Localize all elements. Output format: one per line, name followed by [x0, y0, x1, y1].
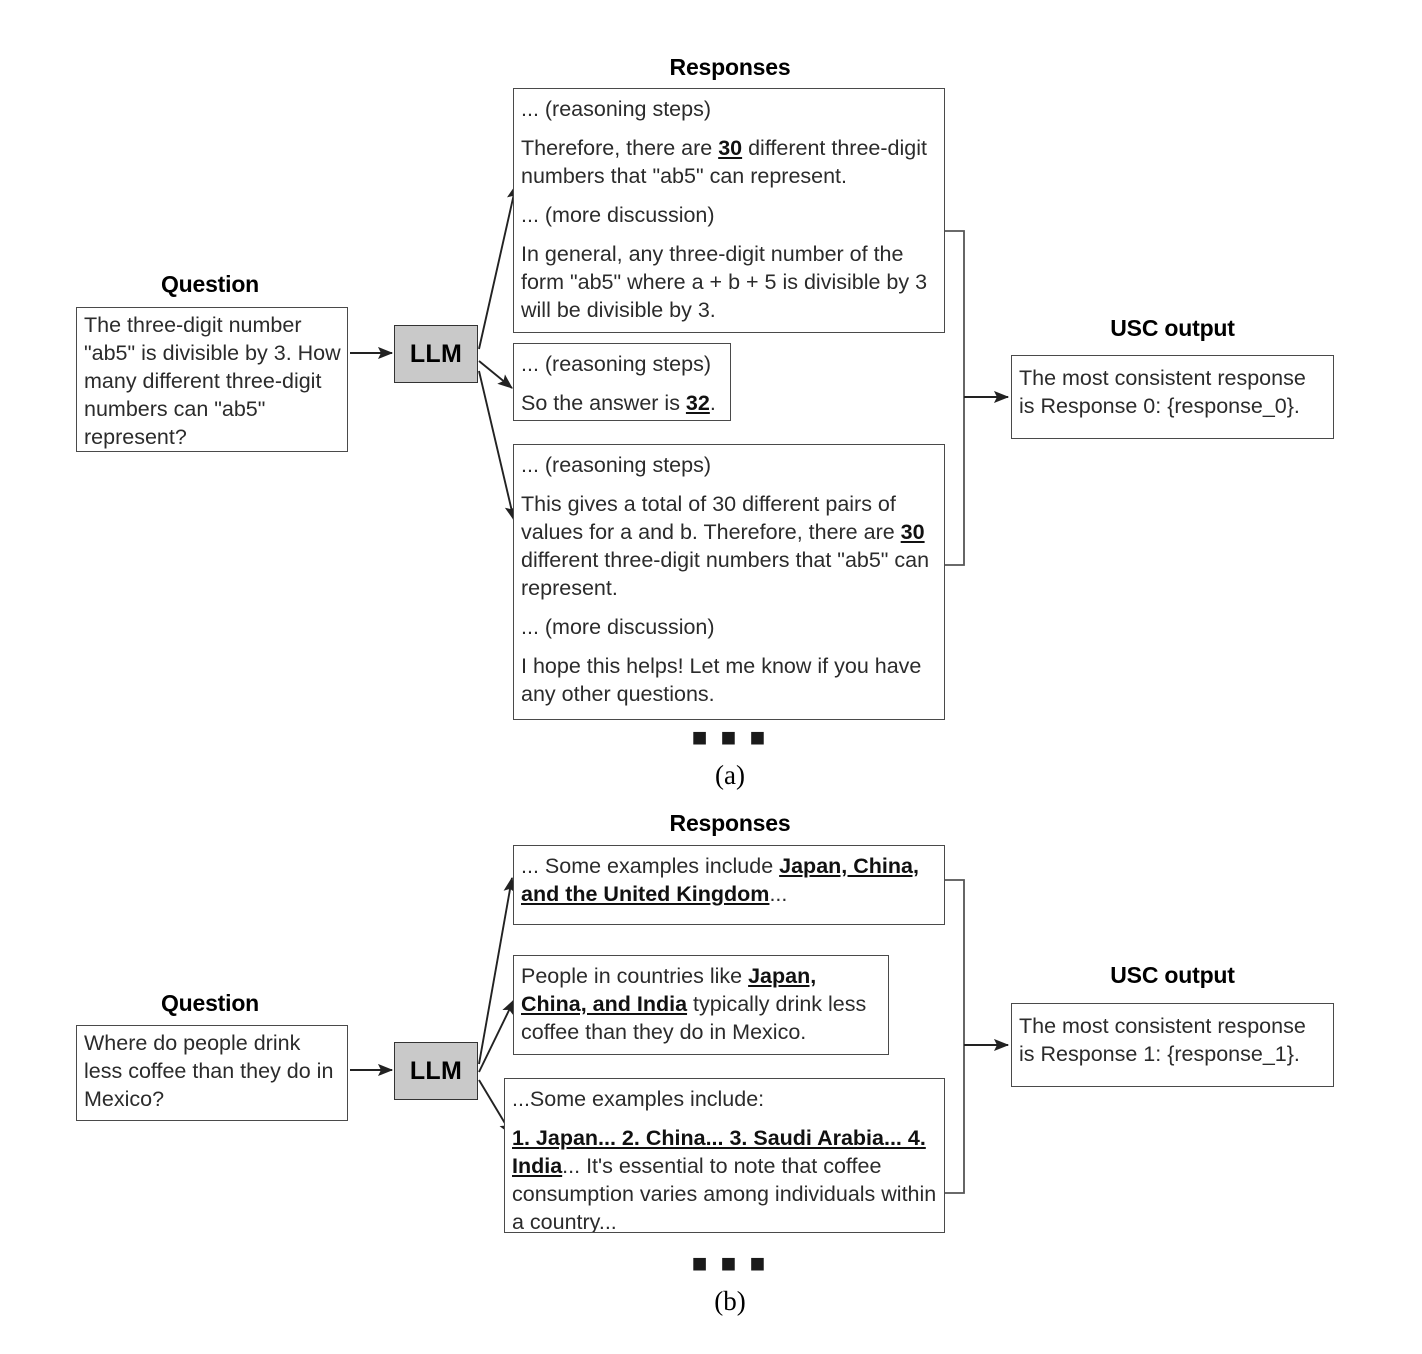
responses-header-b: Responses — [669, 810, 791, 836]
highlight-countries: Japan, China, and India — [521, 964, 817, 1016]
panel-caption-b: (b) — [714, 1286, 746, 1316]
response-line: I hope this helps! Let me know if you ha… — [521, 653, 922, 706]
bracket-responses-b — [944, 879, 965, 1194]
llm-label-b: LLM — [409, 1056, 463, 1085]
arrow-llm-to-response-0-b — [478, 876, 516, 1065]
question-text-b: Where do people drink less coffee than t… — [84, 1031, 334, 1111]
bracket-responses-a — [944, 230, 965, 566]
highlight-countries: Japan, China, and the United Kingdom — [521, 854, 919, 906]
panel-caption-a: (a) — [715, 760, 745, 790]
responses-header-a: Responses — [669, 54, 791, 80]
question-text-a: The three-digit number "ab5" is divisibl… — [84, 313, 341, 449]
response-line: In general, any three-digit number of th… — [521, 241, 928, 322]
usc-output-box-b: The most consistent response is Response… — [1011, 1003, 1334, 1087]
response-line: ... (reasoning steps) — [521, 352, 712, 376]
usc-output-text-b: The most consistent response is Response… — [1019, 1014, 1306, 1066]
response-line: This gives a total of 30 different pairs… — [521, 491, 930, 600]
response-line: ...Some examples include: — [512, 1087, 765, 1111]
response-line: People in countries like Japan, China, a… — [521, 964, 867, 1044]
highlight-30: 30 — [900, 519, 925, 544]
question-header-a: Question — [160, 271, 260, 297]
response-line: 1. Japan... 2. China... 3. Saudi Arabia.… — [512, 1125, 937, 1233]
response-box-b-2: ...Some examples include: 1. Japan... 2.… — [504, 1078, 945, 1233]
response-line: ... Some examples include Japan, China, … — [521, 854, 919, 906]
arrow-llm-to-response-0-a — [478, 183, 519, 350]
llm-box-a: LLM — [394, 325, 478, 383]
response-line: ... (reasoning steps) — [521, 453, 712, 477]
response-line: Therefore, there are 30 different three-… — [521, 135, 927, 188]
question-box-a: The three-digit number "ab5" is divisibl… — [76, 307, 348, 452]
responses-ellipsis-a: ■ ■ ■ — [691, 722, 769, 752]
responses-ellipsis-b: ■ ■ ■ — [691, 1248, 769, 1278]
response-line: ... (reasoning steps) — [521, 97, 712, 121]
response-box-b-1: People in countries like Japan, China, a… — [513, 955, 889, 1055]
usc-header-a: USC output — [1110, 315, 1235, 341]
response-line: So the answer is 32. — [521, 390, 716, 415]
response-box-a-0: ... (reasoning steps) Therefore, there a… — [513, 88, 945, 333]
response-box-a-2: ... (reasoning steps) This gives a total… — [513, 444, 945, 720]
arrow-llm-to-response-1-b — [478, 998, 515, 1073]
arrow-llm-to-response-2-a — [478, 370, 517, 522]
highlight-countries: 1. Japan... 2. China... 3. Saudi Arabia.… — [512, 1125, 926, 1178]
question-header-b: Question — [160, 990, 260, 1016]
question-box-b: Where do people drink less coffee than t… — [76, 1025, 348, 1121]
arrow-llm-to-response-1-a — [478, 360, 513, 389]
usc-output-box-a: The most consistent response is Response… — [1011, 355, 1334, 439]
usc-header-b: USC output — [1110, 962, 1235, 988]
response-line: ... (more discussion) — [521, 202, 715, 227]
llm-label-a: LLM — [409, 339, 463, 368]
highlight-30: 30 — [718, 135, 743, 160]
highlight-32: 32 — [685, 390, 710, 415]
response-box-b-0: ... Some examples include Japan, China, … — [513, 845, 945, 925]
response-box-a-1: ... (reasoning steps) So the answer is 3… — [513, 343, 731, 421]
response-line: ... (more discussion) — [521, 614, 715, 639]
usc-output-text-a: The most consistent response is Response… — [1019, 366, 1306, 418]
llm-box-b: LLM — [394, 1042, 478, 1100]
